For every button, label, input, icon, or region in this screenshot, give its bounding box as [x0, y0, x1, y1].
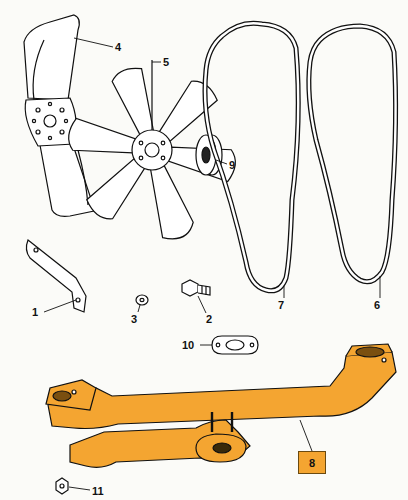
callout-number: 11 [92, 486, 104, 497]
callout-text: 6 [374, 299, 380, 311]
callout-number: 1 [32, 307, 38, 318]
callout-text: 4 [115, 41, 121, 53]
drive-belt [309, 26, 396, 282]
bracket [26, 240, 86, 312]
highlighted-callout: 8 [298, 451, 326, 474]
callout-text: 1 [32, 306, 38, 318]
callout-text: 11 [92, 485, 104, 497]
callout-number: 9 [229, 160, 235, 171]
washer [140, 298, 144, 301]
fan-blade [24, 15, 95, 216]
callout-number: 3 [131, 314, 137, 325]
callout-number: 6 [374, 300, 380, 311]
plug-bolt [182, 280, 210, 296]
drive-belt [205, 23, 298, 291]
bracket-hole [76, 298, 80, 302]
nut [56, 478, 68, 494]
bracket-hole [34, 248, 38, 252]
callout-text: 2 [206, 313, 212, 325]
leader-line [44, 38, 380, 490]
callout-text: 5 [163, 56, 169, 68]
callout-number: 10 [182, 340, 194, 351]
callout-text: 8 [309, 457, 315, 469]
callout-text: 3 [131, 313, 137, 325]
exhaust-manifold [46, 344, 396, 467]
nut [60, 484, 64, 488]
callout-number: 5 [163, 57, 169, 68]
callout-number: 7 [278, 300, 284, 311]
callout-text: 9 [229, 159, 235, 171]
callout-number: 2 [206, 314, 212, 325]
callout-text: 7 [278, 299, 284, 311]
callout-number: 4 [115, 42, 121, 53]
washer [136, 295, 148, 305]
gasket [212, 336, 258, 354]
callout-text: 10 [182, 339, 194, 351]
